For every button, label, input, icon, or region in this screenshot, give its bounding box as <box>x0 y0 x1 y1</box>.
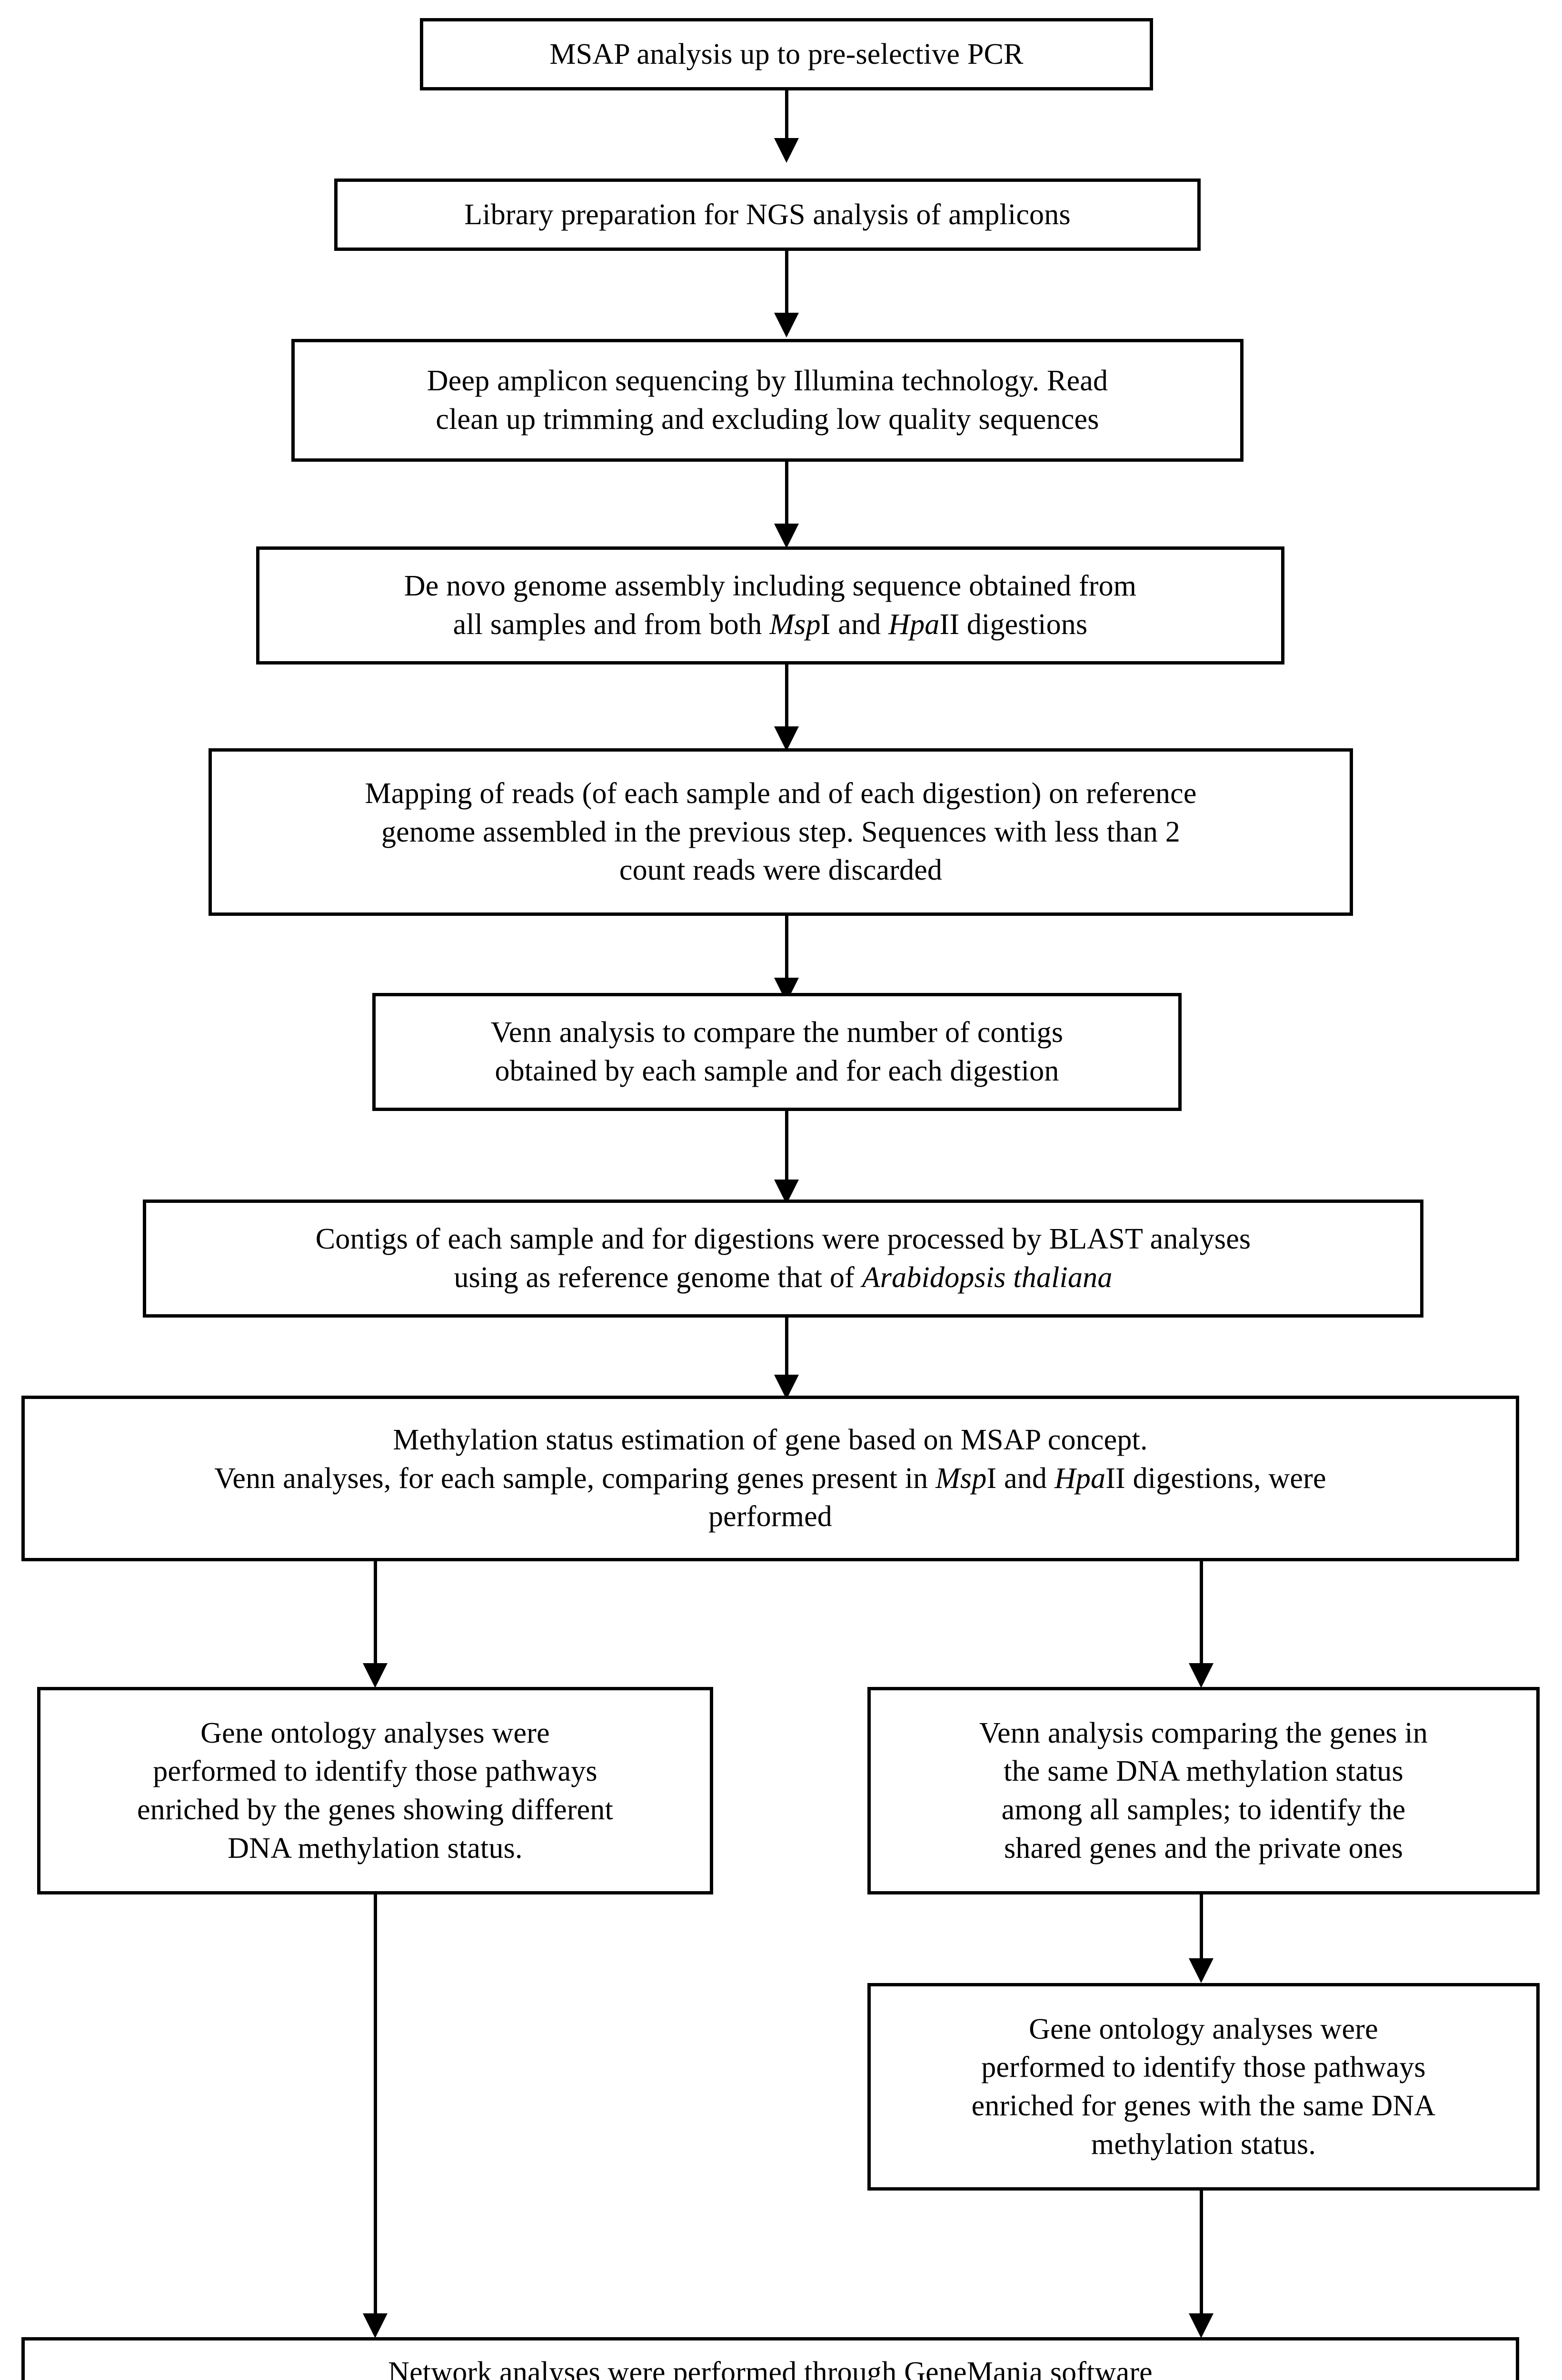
node-deep-sequencing-label: Deep amplicon sequencing by Illumina tec… <box>427 365 1108 436</box>
edge-de-novo-assembly-to-read-mapping <box>758 664 815 751</box>
node-msap-pcr[interactable]: MSAP analysis up to pre-selective PCR <box>420 18 1153 90</box>
node-library-prep[interactable]: Library preparation for NGS analysis of … <box>334 178 1201 251</box>
node-venn-contigs-label: Venn analysis to compare the number of c… <box>490 1016 1064 1087</box>
node-venn-contigs[interactable]: Venn analysis to compare the number of c… <box>372 993 1182 1111</box>
edge-shaft <box>785 90 788 138</box>
arrow-head-icon <box>1189 1663 1214 1688</box>
arrow-head-icon <box>774 726 799 751</box>
edge-read-mapping-to-venn-contigs <box>758 916 815 1002</box>
arrow-head-icon <box>774 1375 799 1399</box>
edge-shaft <box>785 251 788 313</box>
arrow-head-icon <box>774 524 799 548</box>
node-methylation-status[interactable]: Methylation status estimation of gene ba… <box>21 1396 1519 1561</box>
node-read-mapping-label: Mapping of reads (of each sample and of … <box>365 777 1197 887</box>
edge-methylation-status-to-venn-shared <box>1173 1561 1230 1688</box>
node-deep-sequencing[interactable]: Deep amplicon sequencing by Illumina tec… <box>291 339 1244 462</box>
node-blast-analyses-label: Contigs of each sample and for digestion… <box>315 1223 1251 1294</box>
edge-shaft <box>785 1111 788 1180</box>
edge-shaft <box>1200 1561 1203 1663</box>
node-de-novo-assembly-label: De novo genome assembly including sequen… <box>404 570 1137 641</box>
arrow-head-icon <box>1189 2313 1214 2338</box>
edge-shaft <box>785 664 788 726</box>
node-msap-pcr-label: MSAP analysis up to pre-selective PCR <box>549 38 1024 70</box>
node-go-same-label: Gene ontology analyses were performed to… <box>971 2013 1436 2161</box>
arrow-head-icon <box>1189 1958 1214 1983</box>
arrow-head-icon <box>363 1663 388 1688</box>
arrow-head-icon <box>774 313 799 337</box>
edge-shaft <box>374 1561 377 1663</box>
edge-shaft <box>785 462 788 524</box>
edge-shaft <box>374 1894 377 2313</box>
node-venn-shared-label: Venn analysis comparing the genes in the… <box>979 1716 1428 1864</box>
node-go-same[interactable]: Gene ontology analyses were performed to… <box>867 1983 1540 2191</box>
edge-shaft <box>785 1318 788 1375</box>
edge-venn-contigs-to-blast-analyses <box>758 1111 815 1204</box>
edge-deep-sequencing-to-de-novo-assembly <box>758 462 815 548</box>
edge-methylation-status-to-go-different <box>347 1561 404 1688</box>
node-venn-shared[interactable]: Venn analysis comparing the genes in the… <box>867 1687 1540 1894</box>
edge-go-same-to-network-analyses <box>1173 2191 1230 2338</box>
arrow-head-icon <box>774 138 799 163</box>
node-network-analyses[interactable]: Network analyses were performed through … <box>21 2337 1519 2380</box>
node-go-different-label: Gene ontology analyses were performed to… <box>137 1716 614 1864</box>
node-read-mapping[interactable]: Mapping of reads (of each sample and of … <box>209 748 1353 916</box>
edge-library-prep-to-deep-sequencing <box>758 251 815 337</box>
node-methylation-status-label: Methylation status estimation of gene ba… <box>214 1424 1326 1533</box>
node-de-novo-assembly[interactable]: De novo genome assembly including sequen… <box>256 546 1284 664</box>
node-go-different[interactable]: Gene ontology analyses were performed to… <box>37 1687 713 1894</box>
edge-shaft <box>1200 1894 1203 1958</box>
edge-blast-analyses-to-methylation-status <box>758 1318 815 1399</box>
edge-shaft <box>1200 2191 1203 2313</box>
edge-msap-pcr-to-library-prep <box>758 90 815 163</box>
edge-go-different-to-network-analyses <box>347 1894 404 2338</box>
node-blast-analyses[interactable]: Contigs of each sample and for digestion… <box>143 1200 1423 1318</box>
node-network-analyses-label: Network analyses were performed through … <box>388 2356 1153 2380</box>
node-library-prep-label: Library preparation for NGS analysis of … <box>464 198 1071 231</box>
edge-shaft <box>785 916 788 978</box>
arrow-head-icon <box>363 2313 388 2338</box>
edge-venn-shared-to-go-same <box>1173 1894 1230 1983</box>
